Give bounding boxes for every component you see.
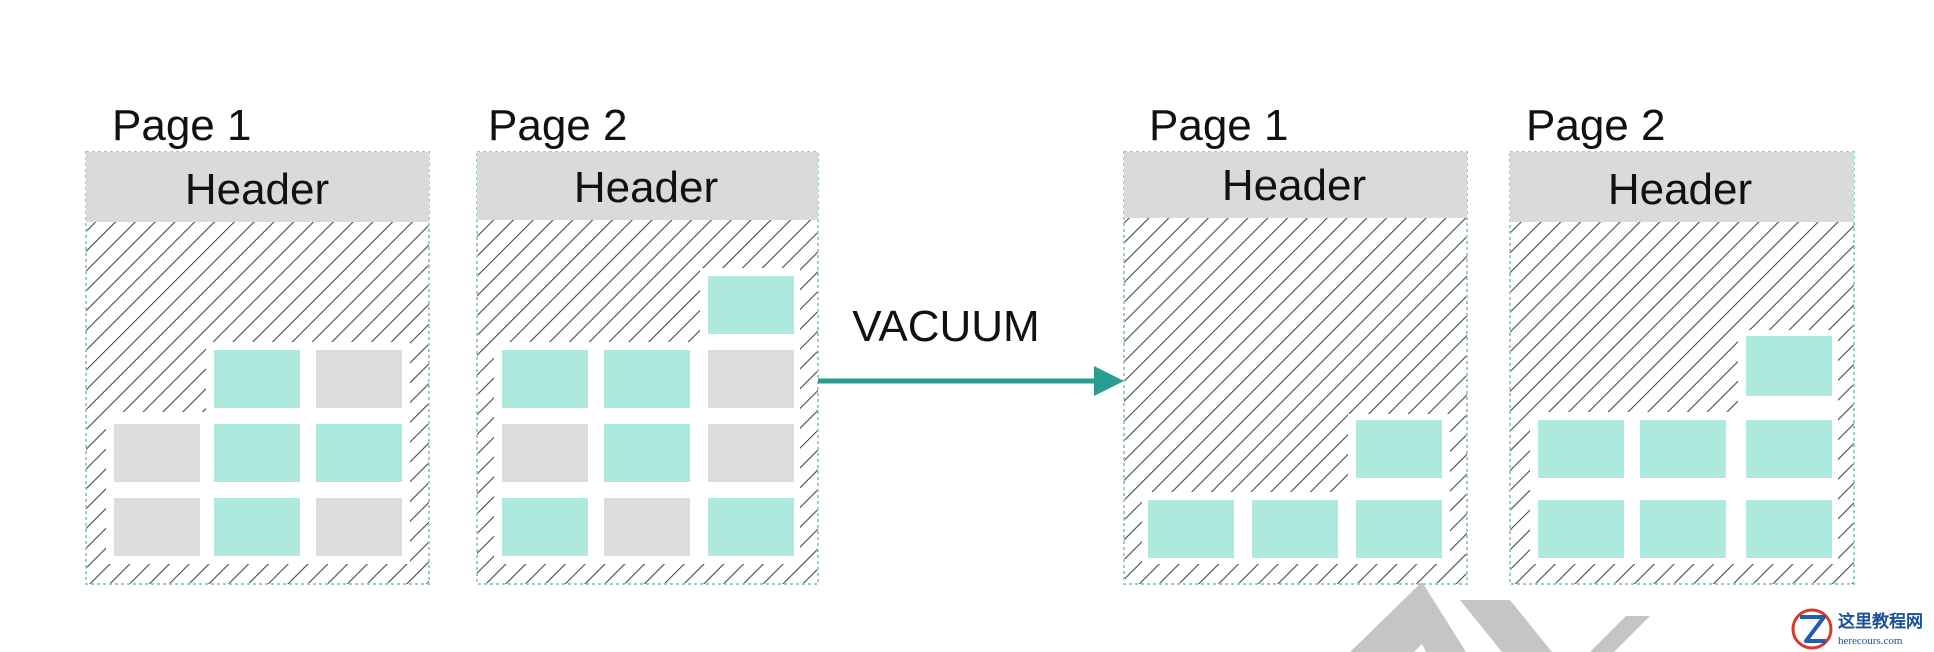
live-tuple — [1640, 420, 1726, 478]
page-label: Page 1 — [112, 101, 251, 150]
before-page-2: Page 2 Header — [476, 101, 819, 585]
live-tuple — [1538, 420, 1624, 478]
live-tuple — [708, 276, 794, 334]
z-logo-icon — [1791, 608, 1833, 650]
before-page-1: Page 1 Header — [85, 101, 430, 585]
header-label: Header — [185, 165, 329, 214]
live-tuple — [1252, 500, 1338, 558]
live-tuple — [1356, 500, 1442, 558]
dead-tuple — [316, 350, 402, 408]
vacuum-label: VACUUM — [852, 302, 1039, 351]
header-label: Header — [1222, 161, 1366, 210]
watermark-url: herecours.com — [1838, 635, 1903, 647]
page-label: Page 2 — [488, 101, 627, 150]
page-header — [86, 152, 429, 222]
dead-tuple — [502, 424, 588, 482]
live-tuple — [502, 498, 588, 556]
dead-tuple — [604, 498, 690, 556]
live-tuple — [1148, 500, 1234, 558]
live-tuple — [1746, 420, 1832, 478]
live-tuple — [708, 498, 794, 556]
live-tuple — [214, 424, 300, 482]
chevron-shape-icon — [1590, 616, 1650, 652]
dead-tuple — [114, 424, 200, 482]
page-header — [1510, 152, 1854, 222]
watermark-title: 这里教程网 — [1838, 611, 1923, 631]
live-tuple — [214, 498, 300, 556]
chevron-shape-icon — [1460, 600, 1552, 652]
chevron-shape-icon — [1350, 582, 1466, 652]
live-tuple — [502, 350, 588, 408]
dead-tuple — [708, 350, 794, 408]
live-tuple — [1640, 500, 1726, 558]
header-label: Header — [574, 163, 718, 212]
live-tuple — [1746, 500, 1832, 558]
dead-tuple — [708, 424, 794, 482]
live-tuple — [1356, 420, 1442, 478]
live-tuple — [604, 350, 690, 408]
page-label: Page 2 — [1526, 101, 1665, 150]
header-label: Header — [1608, 165, 1752, 214]
page-header — [1124, 152, 1467, 218]
live-tuple — [316, 424, 402, 482]
page-header — [477, 152, 818, 220]
dead-tuple — [316, 498, 402, 556]
arrow-head-icon — [1094, 366, 1124, 396]
decorative-chevrons — [1350, 582, 1650, 652]
watermark: 这里教程网 herecours.com — [1791, 608, 1923, 650]
live-tuple — [1538, 500, 1624, 558]
live-tuple — [1746, 336, 1832, 396]
after-page-2: Page 2 Header — [1509, 101, 1855, 585]
live-tuple — [214, 350, 300, 408]
page-label: Page 1 — [1149, 101, 1288, 150]
live-tuple — [604, 424, 690, 482]
tuple-area — [494, 268, 800, 564]
dead-tuple — [114, 498, 200, 556]
vacuum-arrow: VACUUM — [818, 302, 1124, 396]
after-page-1: Page 1 Header — [1123, 101, 1468, 585]
